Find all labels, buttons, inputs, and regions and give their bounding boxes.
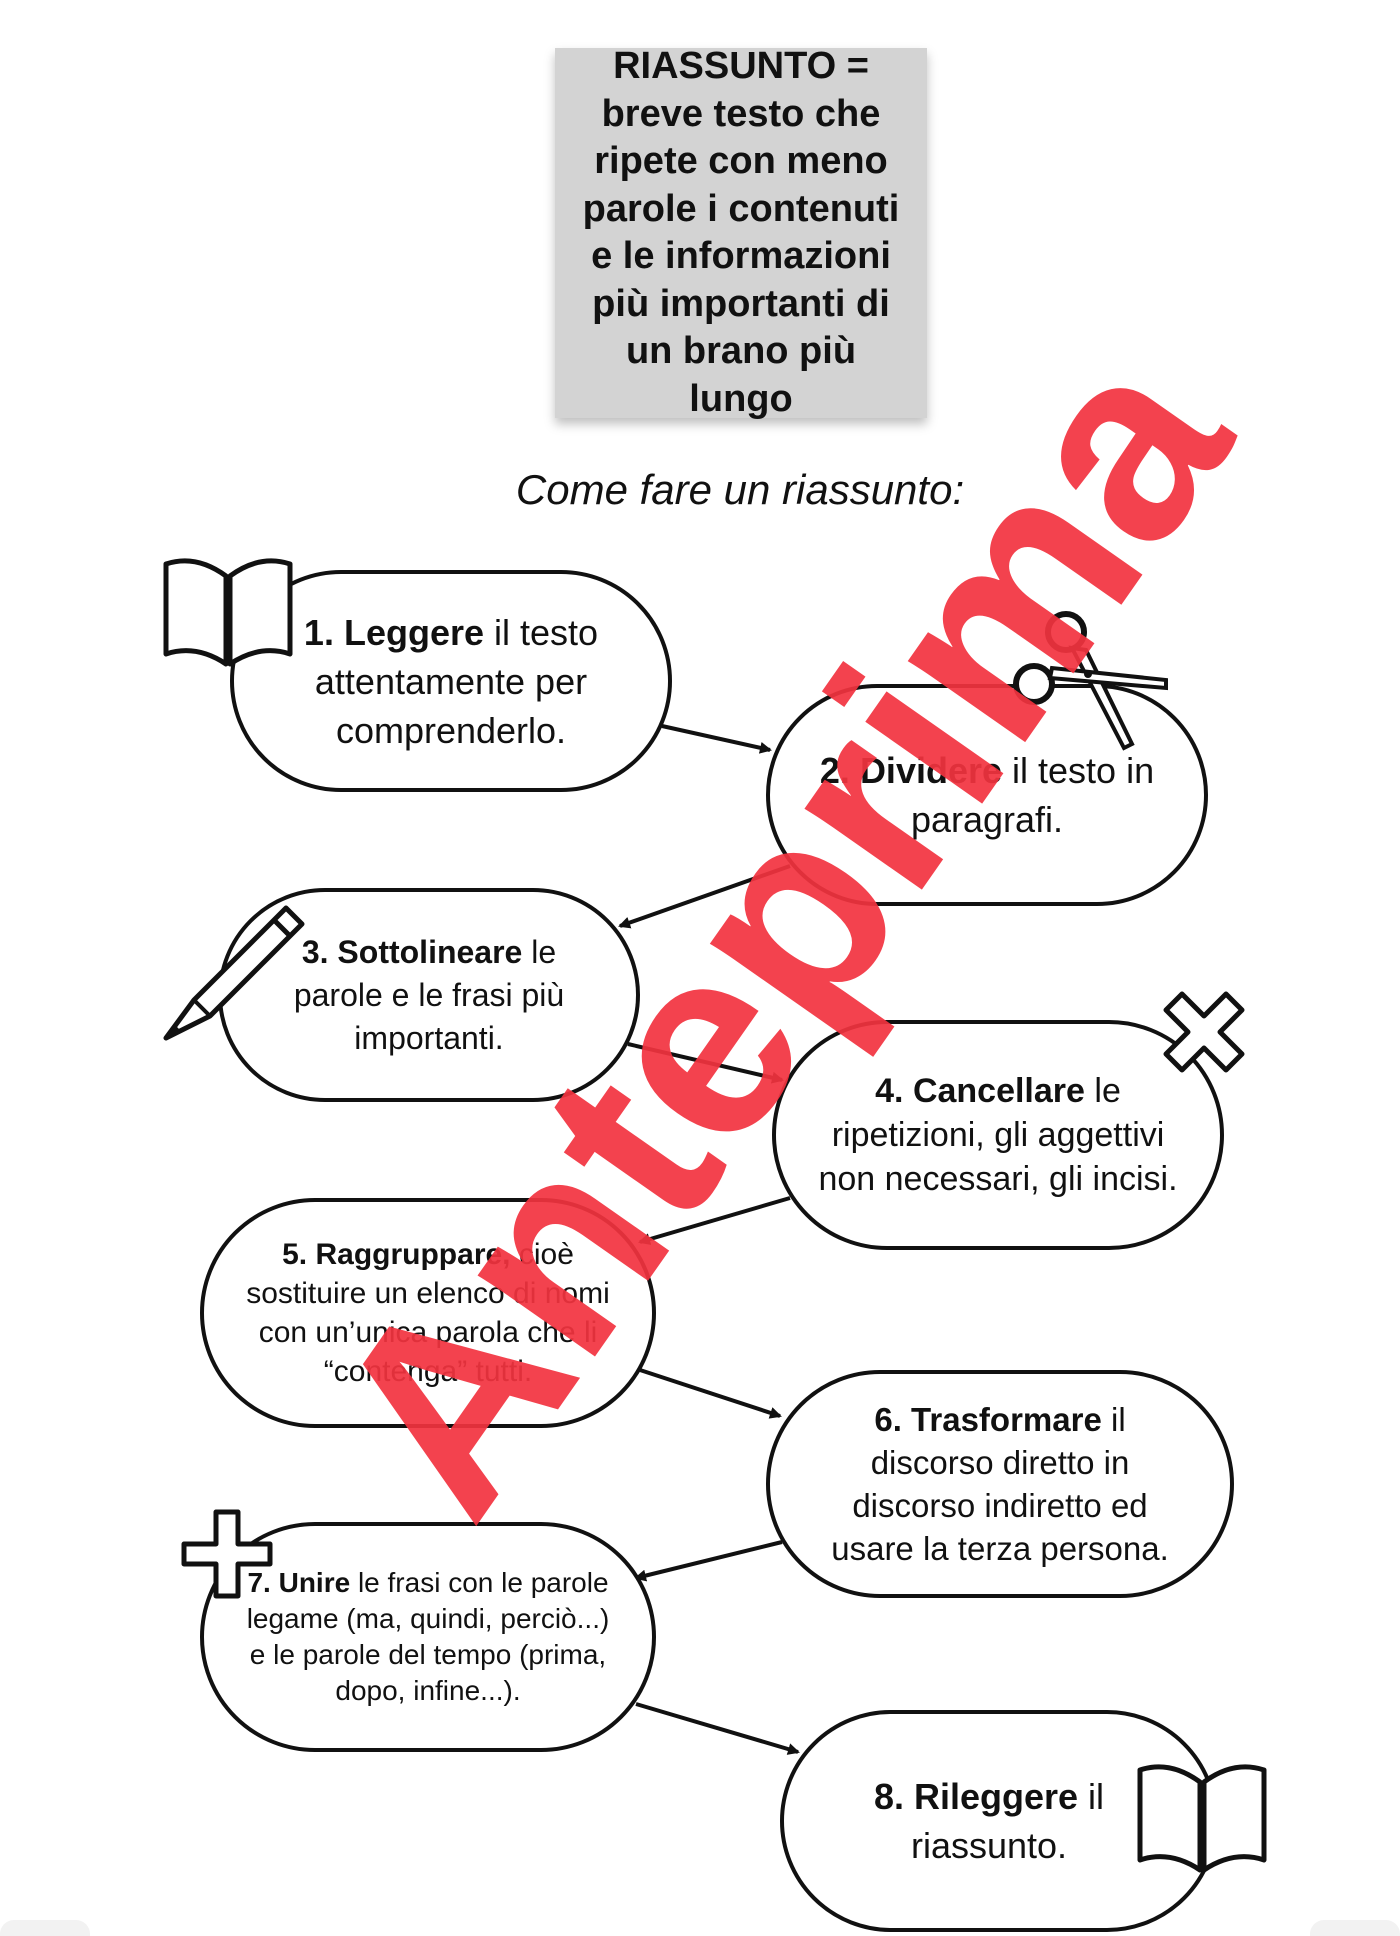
step-4-verb: Cancellare	[912, 1072, 1085, 1110]
step-4: 4. Cancellare le ripetizioni, gli aggett…	[772, 1020, 1224, 1250]
step-2-number: 2.	[819, 750, 850, 791]
step-1-text: il testo attentamente per comprenderlo.	[314, 611, 599, 751]
arrow-2-3	[618, 864, 791, 929]
step-1-number: 1.	[303, 611, 334, 653]
step-6-verb: Trasformare	[911, 1401, 1102, 1438]
step-7: 7. Unire le frasi con le parole legame (…	[200, 1522, 656, 1752]
step-7-text: le frasi con le parole legame (ma, quind…	[246, 1567, 610, 1706]
definition-box: RIASSUNTO = breve testo che ripete con m…	[555, 45, 927, 420]
arrow-7-8	[635, 1702, 800, 1755]
step-7-number: 7.	[247, 1567, 271, 1598]
step-3-text: le parole e le frasi più importanti.	[293, 933, 565, 1056]
page-subtitle: Come fare un riassunto:	[515, 466, 965, 513]
cross-icon	[1163, 991, 1245, 1073]
arrow-3-4	[627, 1042, 784, 1084]
step-5-number: 5.	[282, 1238, 308, 1271]
page-corner-left	[0, 1920, 90, 1936]
step-2-text: il testo in paragrafi.	[910, 750, 1155, 840]
arrow-1-2	[661, 724, 772, 754]
step-5: 5. Raggruppare, cioè sostituire un elenc…	[200, 1198, 656, 1428]
step-1-verb: Leggere	[343, 611, 485, 653]
step-5-text: cioè sostituire un elenco di nomi con un…	[246, 1238, 610, 1388]
step-8-verb: Rileggere	[913, 1776, 1079, 1817]
step-1: 1. Leggere il testo attentamente per com…	[230, 570, 672, 792]
step-8-text: il riassunto.	[910, 1776, 1105, 1866]
arrow-5-6	[639, 1368, 782, 1419]
page-corner-right	[1310, 1920, 1400, 1936]
pencil-icon	[163, 905, 305, 1041]
step-4-number: 4.	[875, 1072, 904, 1110]
step-6-text: il discorso diretto in discorso indirett…	[831, 1401, 1169, 1567]
step-6: 6. Trasformare il discorso diretto in di…	[766, 1370, 1234, 1598]
plus-icon	[181, 1509, 273, 1599]
open-book-icon	[1137, 1764, 1267, 1873]
arrow-6-7	[634, 1540, 783, 1582]
step-5-verb: Raggruppare,	[315, 1238, 511, 1271]
step-3-number: 3.	[301, 933, 329, 970]
scissors-icon	[1013, 611, 1168, 751]
step-2: 2. Dividere il testo in paragrafi.	[766, 684, 1208, 906]
definition-text: RIASSUNTO = breve testo che ripete con m…	[582, 45, 900, 420]
arrow-4-5	[638, 1196, 791, 1245]
step-2-verb: Dividere	[859, 750, 1003, 791]
step-7-verb: Unire	[278, 1567, 351, 1598]
step-8-number: 8.	[873, 1776, 904, 1817]
step-3-verb: Sottolineare	[337, 933, 523, 970]
open-book-icon	[163, 558, 293, 667]
step-4-text: le ripetizioni, gli aggettivi non necess…	[818, 1072, 1178, 1198]
step-6-number: 6.	[874, 1401, 902, 1438]
